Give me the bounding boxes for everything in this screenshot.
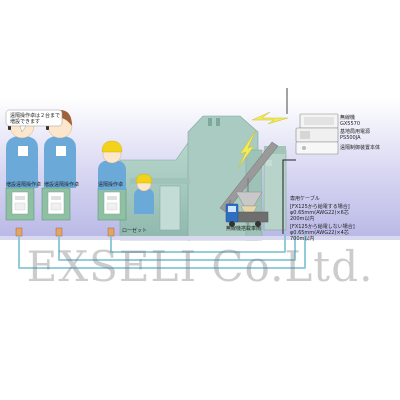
radio-wave [237,111,289,169]
cable-left [18,234,306,269]
control-line [282,159,296,234]
rosette-box-right [107,227,115,237]
operator-right [98,140,126,190]
psu-label: 基地局用電源 [340,129,371,135]
callout-line-2: 増設できます [10,119,41,125]
cable-case2-spec: φ0.65mm(AWG22)×4芯 [290,230,349,236]
radio-label: 無線機 [340,115,356,121]
watermark: EXSELI Co.Ltd. [26,242,374,291]
right-console-label: 遠隔操作卓 [98,182,124,188]
wall-panel-left [5,187,35,221]
rosette-box-left [15,227,23,237]
wall-panel-right [97,187,127,221]
cable-case2-len: 700m以内 [290,236,315,242]
wall-panel-mid [41,187,71,221]
vehicle [225,191,269,227]
cable-mid [58,234,296,261]
cable-case2: [FX125から給電しない場合] [290,224,355,230]
mid-console-label: 増設遠隔操作卓 [44,182,80,188]
ground [0,236,400,240]
cable-case1: [FX125から給電する場合] [290,204,350,210]
driver [134,173,154,214]
rosette-label: ローゼット [122,228,148,234]
left-console-label: 増設遠隔操作卓 [6,182,42,188]
crane-label: 無線機搭載車両 [226,226,262,232]
cable-case1-spec: φ0.65mm(AWG22)×6芯 [290,210,349,216]
rosette-box-mid [55,227,63,237]
cable-right [110,234,286,253]
cable-spec-title: 専用ケーブル [290,196,320,202]
callout-line-1: 遠隔操作卓は２台まで [10,113,61,119]
callout-bubble [5,109,63,133]
equipment-rack [295,113,339,155]
cable-lines [18,234,306,269]
radio-model: GX5570 [340,121,361,127]
controller-label: 遠隔制御装置本体 [340,145,381,151]
psu-model: PS500JA [340,135,361,141]
cable-case1-len: 200m以内 [290,216,315,222]
